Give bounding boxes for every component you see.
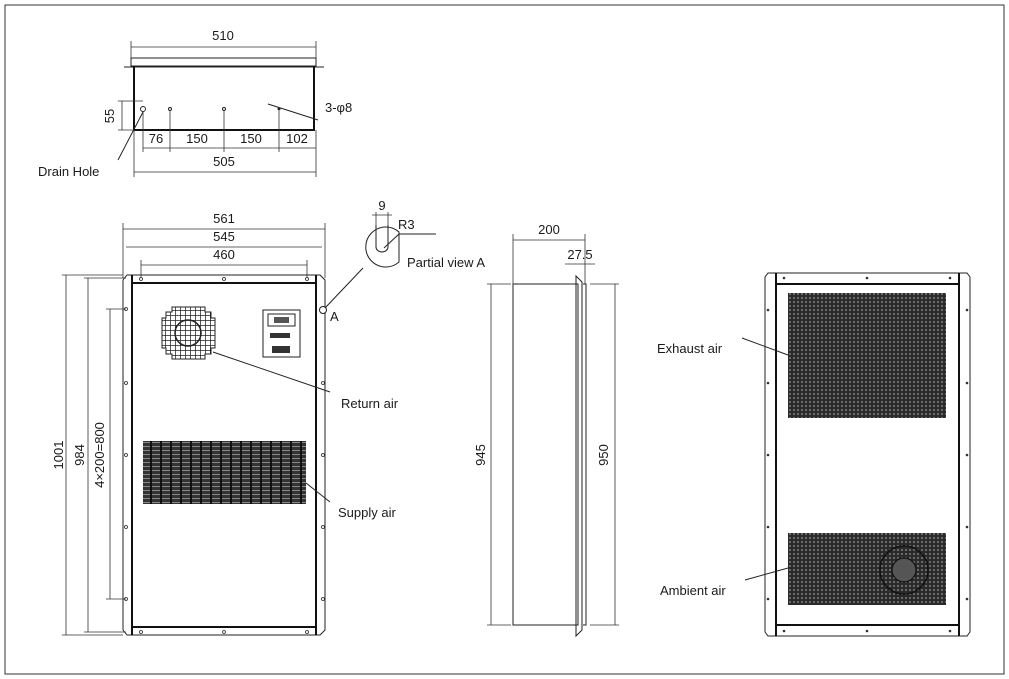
dim-945: 945	[473, 444, 488, 466]
dim-76: 76	[149, 131, 163, 146]
dim-545: 545	[213, 229, 235, 244]
return-air-fan-grille	[161, 306, 216, 360]
dim-hole-pitch: 4×200=800	[92, 422, 107, 488]
back-view: Exhaust air Ambient air	[657, 272, 971, 637]
ambient-air-grille	[788, 533, 946, 605]
controller-panel	[262, 309, 301, 358]
partial-view-title: Partial view A	[407, 255, 485, 270]
ambient-air-label: Ambient air	[660, 583, 726, 598]
exhaust-air-grille	[788, 293, 946, 418]
dim-460: 460	[213, 247, 235, 262]
dim-1001: 1001	[51, 441, 66, 470]
dim-150-b: 150	[240, 131, 262, 146]
dim-102: 102	[286, 131, 308, 146]
dim-561: 561	[213, 211, 235, 226]
partial-view-a: 9 R3 Partial view A	[365, 198, 485, 270]
dim-200: 200	[538, 222, 560, 237]
supply-air-label: Supply air	[338, 505, 396, 520]
dim-984: 984	[72, 444, 87, 466]
dim-950: 950	[596, 444, 611, 466]
front-view: 561 545 460 Return air Supply air 1001	[51, 211, 399, 636]
supply-air-grille	[143, 441, 306, 504]
fan-outline	[879, 545, 929, 595]
hole-callout: 3-φ8	[325, 100, 352, 115]
side-view: 200 27.5 945 950	[473, 222, 619, 638]
dim-150-a: 150	[186, 131, 208, 146]
return-air-label: Return air	[341, 396, 399, 411]
radius-r3: R3	[398, 217, 415, 232]
dim-27-5: 27.5	[567, 247, 592, 262]
detail-marker-a: A	[330, 309, 339, 324]
dim-505: 505	[213, 154, 235, 169]
dim-slot-9: 9	[378, 198, 385, 213]
top-view: 510 76 150 150 102 505 55 Drain Hole 3-φ…	[38, 28, 352, 179]
exhaust-air-label: Exhaust air	[657, 341, 723, 356]
dim-55: 55	[102, 109, 117, 123]
drain-hole-label: Drain Hole	[38, 164, 99, 179]
dim-510: 510	[212, 28, 234, 43]
